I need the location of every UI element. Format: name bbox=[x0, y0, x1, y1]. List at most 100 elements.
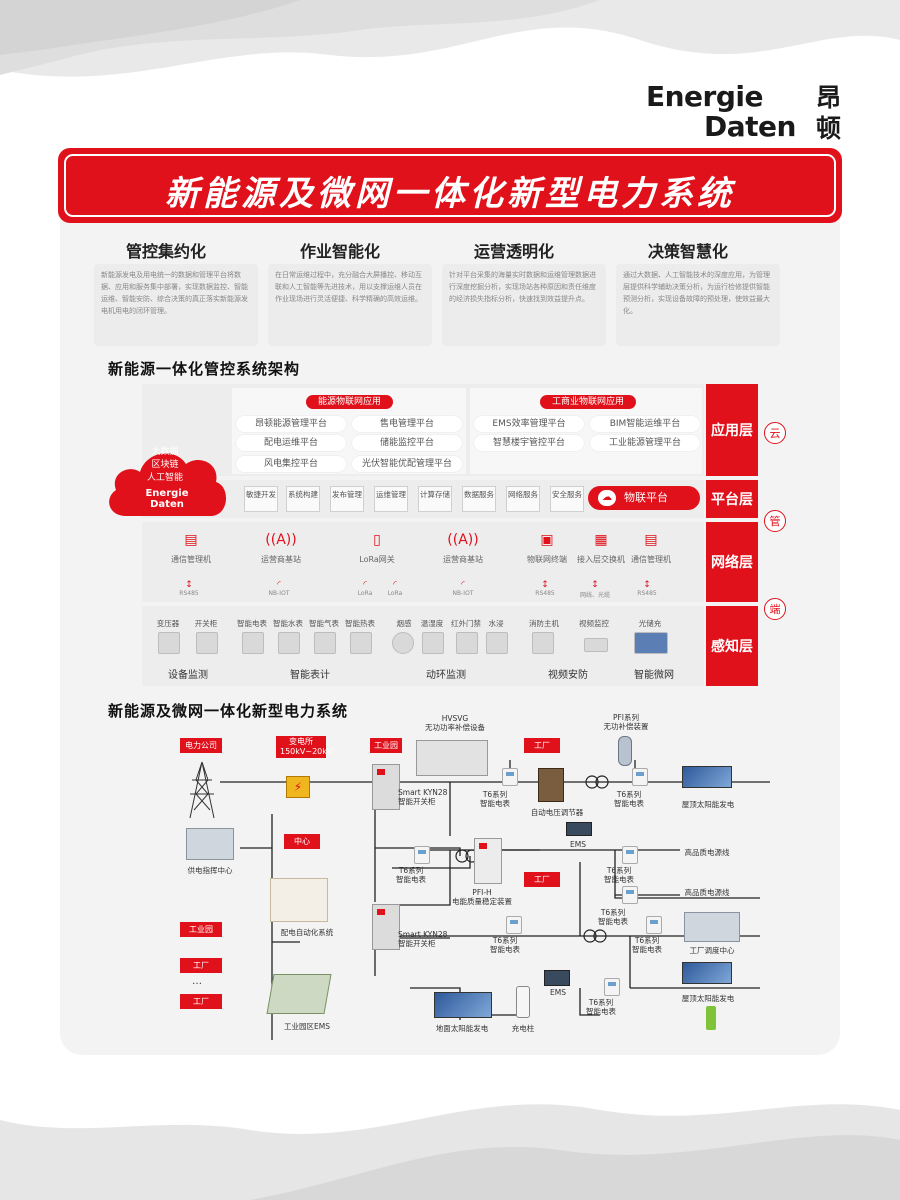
updown-arrow-icon: ↕ bbox=[185, 580, 193, 590]
app-item[interactable]: BIM智能运维平台 bbox=[590, 416, 700, 432]
heat-meter-icon bbox=[350, 632, 372, 654]
protocol-label: RS485 bbox=[637, 590, 657, 597]
feature-card: 管控集约化 新能源发电及用电统一的数据和管理平台将数据、应用和服务集中部署，实现… bbox=[94, 238, 258, 346]
protocol-label: LoRa bbox=[387, 590, 403, 597]
feature-title: 管控集约化 bbox=[126, 242, 207, 261]
updown-arrow-icon: ↕ bbox=[643, 580, 651, 590]
network-node: ▤通信管理机 bbox=[616, 530, 686, 565]
sensor-group: 动环监测 bbox=[426, 670, 466, 681]
updown-arrow-icon: ↕ bbox=[591, 580, 599, 590]
feature-text: 在日常运维过程中，充分融合大屏播控、移动互联和人工智能等先进技术，用以支撑运维人… bbox=[268, 264, 432, 346]
iot-platform[interactable]: ☁ 物联平台 bbox=[588, 486, 700, 510]
network-node: ▤通信管理机 bbox=[156, 530, 226, 565]
kyn28-label: Smart KYN28 智能开关柜 bbox=[398, 930, 448, 948]
app-item[interactable]: 售电管理平台 bbox=[352, 416, 462, 432]
fire-host-icon bbox=[532, 632, 554, 654]
terminal-icon: ▣ bbox=[540, 532, 554, 548]
server-icon: ▤ bbox=[184, 532, 198, 548]
protocol: ↕RS485 bbox=[520, 580, 570, 597]
feature-title: 作业智能化 bbox=[300, 242, 381, 261]
transformer-icon bbox=[158, 632, 180, 654]
title-banner-frame bbox=[64, 154, 836, 217]
humidity-sensor-icon bbox=[422, 632, 444, 654]
pfih-label: PFI-H 电能质量稳定装置 bbox=[452, 888, 512, 906]
title-banner: 新能源及微网一体化新型电力系统 bbox=[58, 148, 842, 223]
layer-label-platform: 平台层 bbox=[706, 480, 758, 518]
protocol: ◜NB-IOT bbox=[254, 580, 304, 597]
platform-item: 敏捷开发 bbox=[244, 486, 278, 512]
brand-name-en-line2: Daten bbox=[704, 110, 796, 143]
layer-label-application: 应用层 bbox=[706, 384, 758, 476]
cloud-tech-list: 大数据 区块链 人工智能 bbox=[140, 446, 190, 485]
network-node-label: LoRa网关 bbox=[359, 555, 395, 564]
protocol-label: NB-IOT bbox=[268, 590, 290, 597]
factory-tag: 工厂 bbox=[180, 958, 222, 973]
t6-meter-icon bbox=[622, 886, 638, 904]
app-item[interactable]: 智慧楼宇管控平台 bbox=[474, 435, 584, 451]
rooftop-solar-label: 屋顶太阳能发电 bbox=[681, 994, 735, 1003]
signal-icon: ◜ bbox=[363, 580, 367, 590]
t6-meter-label: T6系列 智能电表 bbox=[586, 998, 616, 1016]
platform-item: 系统构建 bbox=[286, 486, 320, 512]
signal-icon: ◜ bbox=[277, 580, 281, 590]
sensor-label: 智能电表 bbox=[237, 619, 267, 628]
app-item[interactable]: 储能监控平台 bbox=[352, 435, 462, 451]
water-sensor-icon bbox=[486, 632, 508, 654]
brand-name-cn-line1: 昂 bbox=[816, 83, 842, 112]
protocol: ↕RS485 bbox=[164, 580, 214, 597]
ems-label: EMS bbox=[550, 988, 566, 997]
sensor-label: 智能热表 bbox=[345, 619, 375, 628]
platform-item: 安全服务 bbox=[550, 486, 584, 512]
sensor-group: 智能微网 bbox=[634, 670, 674, 681]
center-tag: 中心 bbox=[284, 834, 320, 849]
hvsvg-label: HVSVG 无功功率补偿设备 bbox=[425, 714, 485, 732]
arch-section-title: 新能源一体化管控系统架构 bbox=[108, 360, 301, 378]
network-node-label: 运营商基站 bbox=[443, 555, 483, 564]
network-node: ▣ 物联网终端 bbox=[512, 530, 582, 565]
rooftop-solar-icon bbox=[682, 766, 732, 788]
protocol-label: LoRa bbox=[357, 590, 373, 597]
app-item[interactable]: 昂顿能源管理平台 bbox=[236, 416, 346, 432]
switchgear-cabinet-icon bbox=[372, 904, 400, 950]
page-title: 新能源及微网一体化新型电力系统 bbox=[165, 174, 735, 214]
industrial-park-model-icon bbox=[266, 974, 332, 1014]
platform-item: 计算存储 bbox=[418, 486, 452, 512]
app-item[interactable]: 风电集控平台 bbox=[236, 456, 346, 472]
feature-card: 决策智慧化 通过大数据、人工智能技术的深度应用，为管理层提供科学辅助决策分析，为… bbox=[616, 238, 780, 346]
t6-meter-icon bbox=[632, 768, 648, 786]
t6-meter-icon bbox=[622, 846, 638, 864]
protocol: ↕网线、光缆 bbox=[570, 580, 620, 599]
battery-icon bbox=[706, 1006, 716, 1030]
platform-item: 数据服务 bbox=[462, 486, 496, 512]
sensor-label: 水浸 bbox=[488, 619, 504, 628]
factory-tag: 工厂 bbox=[524, 872, 560, 887]
app-item[interactable]: 工业能源管理平台 bbox=[590, 435, 700, 451]
substation-tag: 变电所 150kV~20kV bbox=[276, 736, 332, 758]
protocol: ◜LoRa bbox=[370, 580, 420, 597]
sensor-label: 开关柜 bbox=[194, 619, 218, 628]
app-item[interactable]: 配电运维平台 bbox=[236, 435, 346, 451]
platform-item: 发布管理 bbox=[330, 486, 364, 512]
ground-solar-icon bbox=[434, 992, 492, 1018]
ground-solar-label: 地面太阳能发电 bbox=[435, 1024, 489, 1033]
brand-logo: Energie Daten 昂 顿 bbox=[646, 82, 856, 148]
app-item[interactable]: 光伏智能优配管理平台 bbox=[352, 456, 462, 472]
water-meter-icon bbox=[278, 632, 300, 654]
network-node: ((A))运营商基站 bbox=[428, 530, 498, 565]
network-node-label: 物联网终端 bbox=[527, 555, 567, 564]
cloud-tech-item: 大数据 bbox=[151, 447, 179, 457]
rooftop-solar-label: 屋顶太阳能发电 bbox=[681, 800, 735, 809]
network-node-label: 接入层交换机 bbox=[577, 555, 625, 564]
pfi-capacitor-icon bbox=[618, 736, 632, 766]
feature-title: 决策智慧化 bbox=[648, 242, 729, 261]
cloud-badge: 云 bbox=[764, 422, 786, 444]
app-item[interactable]: EMS效率管理平台 bbox=[474, 416, 584, 432]
protocol-label: RS485 bbox=[179, 590, 199, 597]
layer-label-network: 网络层 bbox=[706, 522, 758, 602]
brand-name-en-line1: Energie bbox=[646, 80, 764, 113]
network-node: ▯LoRa网关 bbox=[342, 530, 412, 565]
protocol: ◜NB-IOT bbox=[438, 580, 488, 597]
sensor-group: 视频安防 bbox=[548, 670, 588, 681]
cloud-logo: Energie Daten bbox=[132, 488, 202, 510]
sensor-label: 变压器 bbox=[156, 619, 180, 628]
